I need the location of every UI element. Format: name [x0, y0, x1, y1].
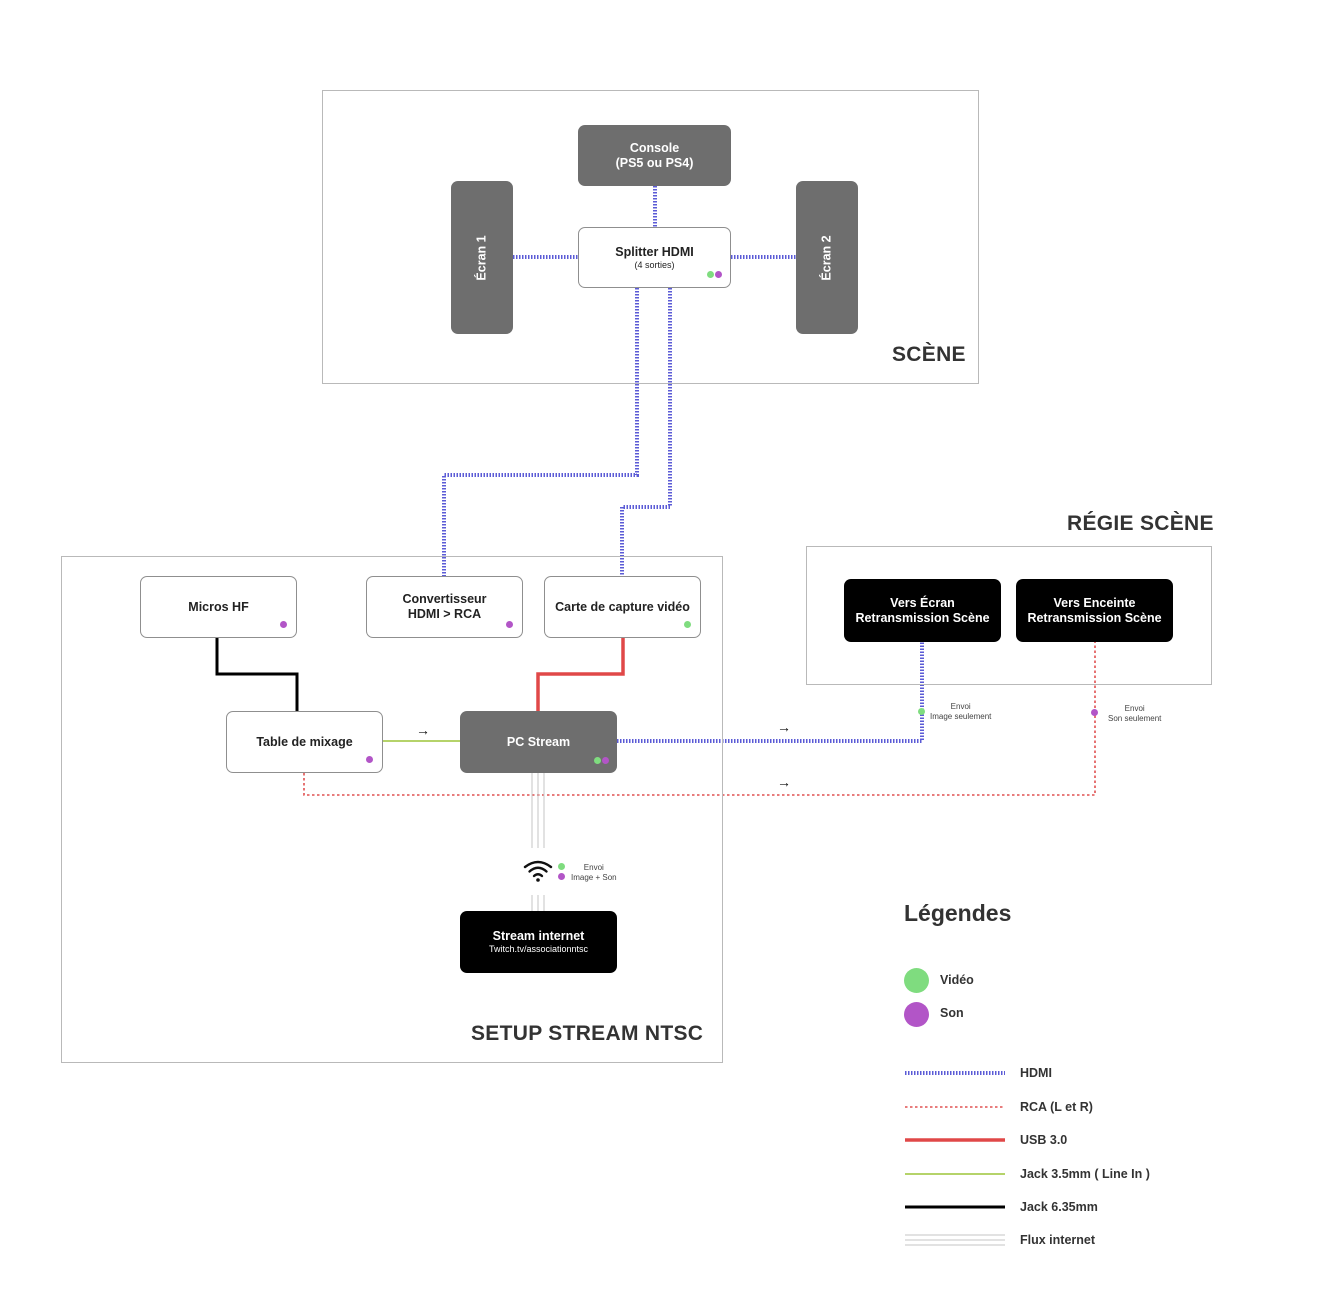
console-sublabel: (PS5 ou PS4)	[615, 155, 694, 170]
legend-video-dot	[904, 968, 929, 993]
pc-video-dot	[594, 757, 601, 764]
hdmi-splitter-capture	[620, 288, 672, 576]
stream-label: Stream internet	[492, 929, 585, 943]
stream-node: Stream internet Twitch.tv/associationnts…	[460, 911, 617, 973]
table-label: Table de mixage	[256, 734, 353, 749]
zone-setup	[61, 556, 723, 1063]
flux-internet-pc-wifi	[531, 773, 545, 911]
zone-scene-title: SCÈNE	[892, 343, 966, 366]
arrow-right-icon: →	[777, 774, 791, 790]
sound-only-note-line2: Son seulement	[1108, 714, 1162, 723]
vers-enceinte-node: Vers Enceinte Retransmission Scène	[1016, 579, 1173, 642]
vers-enceinte-label: Vers Enceinte	[1053, 595, 1136, 610]
legend-video-label: Vidéo	[940, 973, 974, 987]
capture-video-dot	[684, 621, 691, 628]
hdmi-splitter-convertisseur	[442, 288, 639, 576]
convertisseur-node: Convertisseur HDMI > RCA	[366, 576, 523, 638]
pc-audio-dot	[602, 757, 609, 764]
splitter-audio-dot	[715, 271, 722, 278]
capture-node: Carte de capture vidéo	[544, 576, 701, 638]
image-sound-note-line2: Image + Son	[571, 873, 617, 882]
splitter-label: Splitter HDMI	[615, 244, 694, 259]
vers-ecran-label: Vers Écran	[890, 595, 955, 610]
image-only-video-dot	[918, 708, 925, 715]
legend-son-dot	[904, 1002, 929, 1027]
ecran2-label: Écran 2	[819, 234, 834, 281]
splitter-node: Splitter HDMI (4 sorties)	[578, 227, 731, 288]
jack635-micros-table	[215, 638, 299, 711]
usb-capture-pc	[536, 638, 625, 711]
table-audio-dot	[366, 756, 373, 763]
arrow-right-icon: →	[777, 719, 791, 735]
console-label: Console	[629, 140, 680, 155]
legend-flux-label: Flux internet	[1020, 1233, 1096, 1247]
legend-usb-label: USB 3.0	[1020, 1133, 1068, 1147]
micros-node: Micros HF	[140, 576, 297, 638]
legend-jack635-label: Jack 6.35mm	[1020, 1200, 1098, 1214]
ecran1-label: Écran 1	[474, 234, 489, 281]
legend-line-flux	[905, 1234, 1005, 1246]
micros-audio-dot	[280, 621, 287, 628]
zone-scene	[322, 90, 979, 384]
legend-jack35-label: Jack 3.5mm ( Line In )	[1020, 1167, 1150, 1181]
arrow-right-icon: →	[416, 722, 430, 738]
image-sound-note-line1: Envoi	[583, 863, 604, 872]
legend-hdmi-label: HDMI	[1020, 1066, 1052, 1080]
image-sound-note: Envoi Image + Son	[571, 863, 617, 883]
legend-title: Légendes	[904, 900, 1012, 926]
legend-son-label: Son	[940, 1006, 964, 1020]
sound-only-note-line1: Envoi	[1124, 704, 1145, 713]
wifi-icon	[523, 860, 553, 882]
sound-only-note: Envoi Son seulement	[1108, 704, 1161, 724]
vers-ecran-sublabel: Retransmission Scène	[855, 610, 990, 625]
convertisseur-sublabel: HDMI > RCA	[407, 607, 482, 621]
image-only-note-line2: Image seulement	[930, 712, 992, 721]
splitter-video-dot	[707, 271, 714, 278]
table-node: Table de mixage	[226, 711, 383, 773]
convertisseur-audio-dot	[506, 621, 513, 628]
vers-enceinte-sublabel: Retransmission Scène	[1027, 610, 1162, 625]
rca-table-vers-enceinte	[303, 642, 1096, 796]
legend-rca-label: RCA (L et R)	[1020, 1100, 1093, 1114]
sound-only-audio-dot	[1091, 709, 1098, 716]
zone-regie-title: RÉGIE SCÈNE	[1067, 512, 1214, 535]
splitter-sublabel: (4 sorties)	[634, 259, 675, 270]
ecran1-node: Écran 1	[451, 181, 513, 334]
zone-regie	[806, 546, 1212, 685]
pc-node: PC Stream	[460, 711, 617, 773]
stream-sublabel: Twitch.tv/associationntsc	[488, 944, 589, 954]
vers-ecran-node: Vers Écran Retransmission Scène	[844, 579, 1001, 642]
image-sound-video-dot	[558, 863, 565, 870]
pc-label: PC Stream	[506, 734, 571, 749]
image-only-note: Envoi Image seulement	[930, 702, 991, 722]
zone-setup-title: SETUP STREAM NTSC	[471, 1022, 704, 1045]
console-node: Console (PS5 ou PS4)	[578, 125, 731, 186]
micros-label: Micros HF	[188, 599, 249, 614]
convertisseur-label: Convertisseur	[402, 592, 487, 606]
image-only-note-line1: Envoi	[950, 702, 971, 711]
ecran2-node: Écran 2	[796, 181, 858, 334]
capture-label: Carte de capture vidéo	[555, 599, 690, 614]
image-sound-audio-dot	[558, 873, 565, 880]
